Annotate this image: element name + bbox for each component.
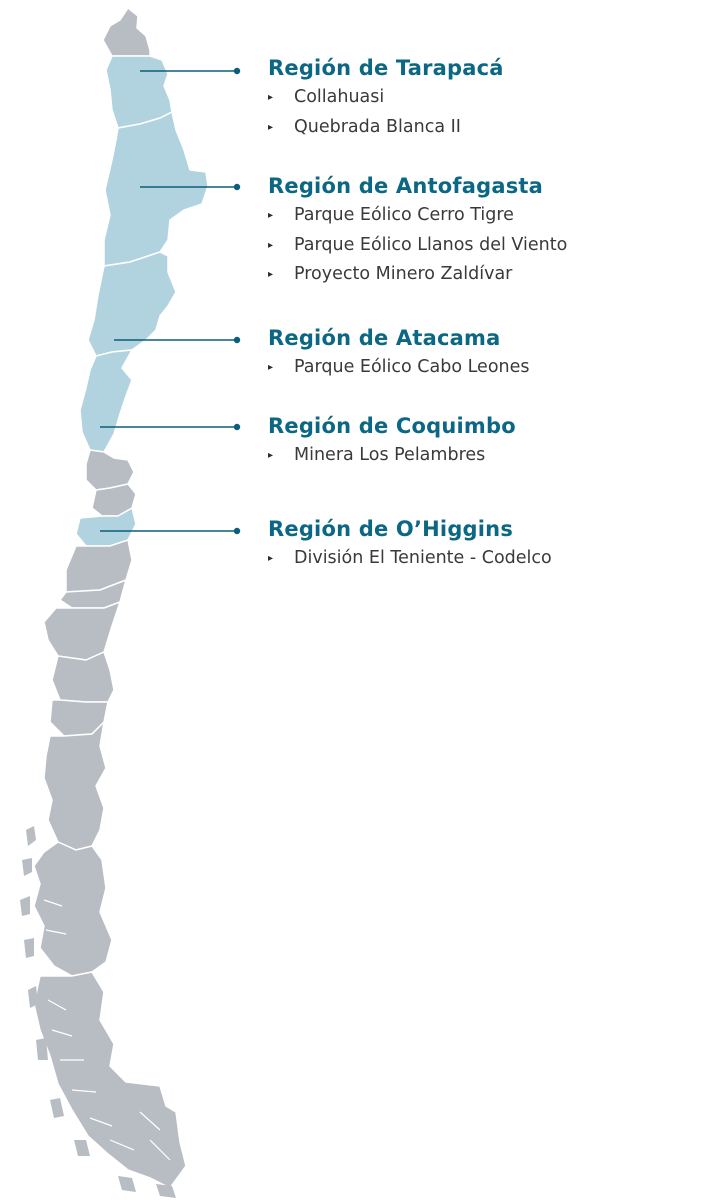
bullet-icon: ▸ — [268, 210, 274, 221]
island-fragment — [24, 938, 34, 958]
region-block-ohiggins: Región de O’Higgins ▸ División El Tenient… — [268, 514, 552, 574]
leader-line-atacama — [114, 336, 241, 344]
region-title-coquimbo: Región de Coquimbo — [268, 414, 516, 438]
island-fragment — [20, 896, 30, 916]
region-aysen — [33, 841, 113, 977]
project-item: ▸ Quebrada Blanca II — [268, 113, 504, 143]
region-atacama — [87, 251, 177, 357]
region-los-lagos — [43, 719, 107, 851]
bullet-icon: ▸ — [268, 553, 274, 564]
island-fragment — [156, 1184, 176, 1198]
leader-line-coquimbo — [100, 423, 241, 431]
island-fragment — [118, 1176, 136, 1192]
bullet-icon: ▸ — [268, 269, 274, 280]
project-list: ▸ Collahuasi ▸ Quebrada Blanca II — [268, 83, 504, 142]
region-block-coquimbo: Región de Coquimbo ▸ Minera Los Pelambres — [268, 411, 516, 471]
island-fragment — [36, 1038, 48, 1060]
bullet-icon: ▸ — [268, 450, 274, 461]
island-fragment — [26, 826, 36, 846]
region-araucania — [51, 650, 115, 703]
project-label: División El Teniente - Codelco — [294, 548, 552, 568]
region-coquimbo — [79, 349, 134, 453]
project-item: ▸ División El Teniente - Codelco — [268, 544, 552, 574]
region-antofagasta — [103, 110, 209, 267]
bullet-icon: ▸ — [268, 121, 274, 133]
project-list: ▸ Parque Eólico Cerro Tigre ▸ Parque Eólic… — [268, 201, 567, 290]
project-label: Parque Eólico Llanos del Viento — [294, 234, 568, 255]
bullet-icon: ▸ — [268, 362, 274, 373]
project-label: Collahuasi — [294, 87, 385, 107]
project-item: ▸ Collahuasi — [268, 83, 504, 113]
leader-line-tarapaca — [140, 67, 241, 75]
region-block-tarapaca: Región de Tarapacá ▸ Collahuasi ▸ Quebrada… — [268, 53, 504, 142]
region-ohiggins — [75, 506, 137, 547]
project-list: ▸ División El Teniente - Codelco — [268, 544, 552, 574]
project-item: ▸ Minera Los Pelambres — [268, 441, 516, 471]
project-list: ▸ Minera Los Pelambres — [268, 441, 516, 471]
project-item: ▸ Proyecto Minero Zaldívar — [268, 260, 567, 290]
region-title-ohiggins: Región de O’Higgins — [268, 517, 514, 541]
bullet-icon: ▸ — [268, 239, 274, 251]
region-block-antofagasta: Región de Antofagasta ▸ Parque Eólico Cer… — [268, 171, 567, 290]
project-label: Quebrada Blanca II — [294, 116, 461, 137]
region-biobio — [43, 600, 122, 661]
island-fragment — [28, 986, 38, 1008]
leader-line-ohiggins — [100, 527, 241, 535]
region-block-atacama: Región de Atacama ▸ Parque Eólico Cabo Le… — [268, 323, 530, 383]
region-title-tarapaca: Región de Tarapacá — [268, 56, 504, 80]
project-item: ▸ Parque Eólico Cerro Tigre — [268, 201, 567, 231]
bullet-icon: ▸ — [268, 92, 274, 103]
region-title-antofagasta: Región de Antofagasta — [268, 174, 544, 198]
fjord-cut — [43, 899, 171, 1161]
region-magallanes — [33, 971, 187, 1189]
project-item: ▸ Parque Eólico Llanos del Viento — [268, 231, 567, 261]
region-title-atacama: Región de Atacama — [268, 326, 501, 350]
leader-line-antofagasta — [140, 183, 241, 191]
island-fragment — [50, 1098, 64, 1118]
region-arica-parinacota — [102, 6, 151, 57]
project-label: Minera Los Pelambres — [294, 445, 486, 465]
project-list: ▸ Parque Eólico Cabo Leones — [268, 353, 530, 383]
project-label: Parque Eólico Cerro Tigre — [294, 205, 514, 225]
project-label: Proyecto Minero Zaldívar — [294, 264, 513, 284]
island-fragment — [22, 858, 32, 876]
project-item: ▸ Parque Eólico Cabo Leones — [268, 353, 530, 383]
island-fragment — [74, 1140, 90, 1156]
project-label: Parque Eólico Cabo Leones — [294, 357, 530, 377]
